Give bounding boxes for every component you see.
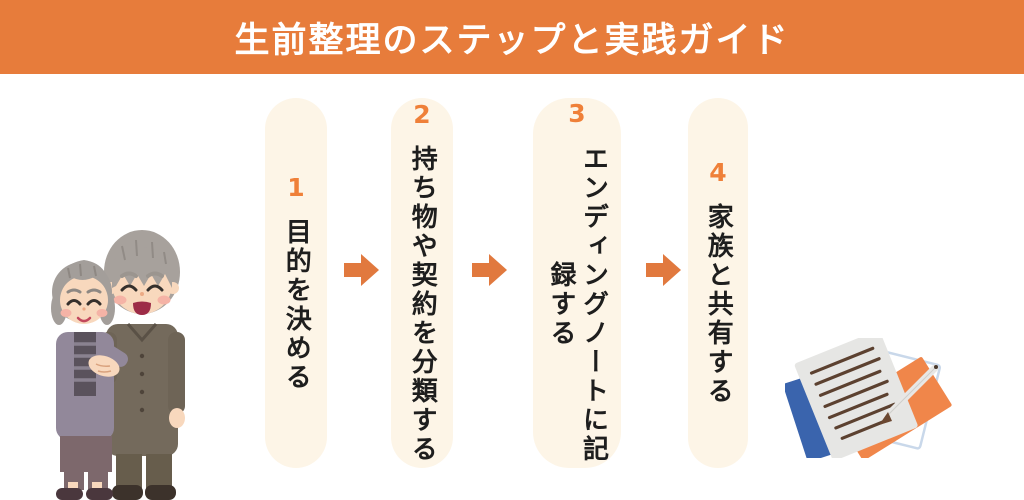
step-label: エンディングノートに記録する: [546, 145, 609, 464]
elderly-couple-illustration: [51, 230, 185, 500]
step-card-4: 4 家族と共有する: [688, 98, 748, 468]
step-label: 目的を決める: [281, 217, 312, 392]
page-title: 生前整理のステップと実践ガイド: [234, 20, 790, 61]
step-number: 4: [709, 158, 727, 187]
step-number: 1: [287, 172, 305, 202]
step-label: 持ち物や契約を分類する: [407, 145, 438, 464]
step-label: 家族と共有する: [703, 203, 734, 406]
step-card-1: 1 目的を決める: [265, 98, 327, 468]
step-number: 2: [413, 100, 431, 129]
arrow-right-icon: [344, 254, 379, 286]
arrow-right-icon: [646, 254, 681, 286]
step-number: 3: [568, 98, 586, 128]
man-figure: [100, 230, 185, 500]
step-card-3: 3 エンディングノートに記録する: [533, 98, 621, 468]
documents-illustration: [785, 338, 952, 458]
woman-figure: [51, 260, 128, 500]
arrow-right-icon: [472, 254, 507, 286]
pen-icon: [879, 364, 939, 425]
title-banner: 生前整理のステップと実践ガイド: [0, 0, 1024, 74]
step-card-2: 2 持ち物や契約を分類する: [391, 98, 453, 468]
